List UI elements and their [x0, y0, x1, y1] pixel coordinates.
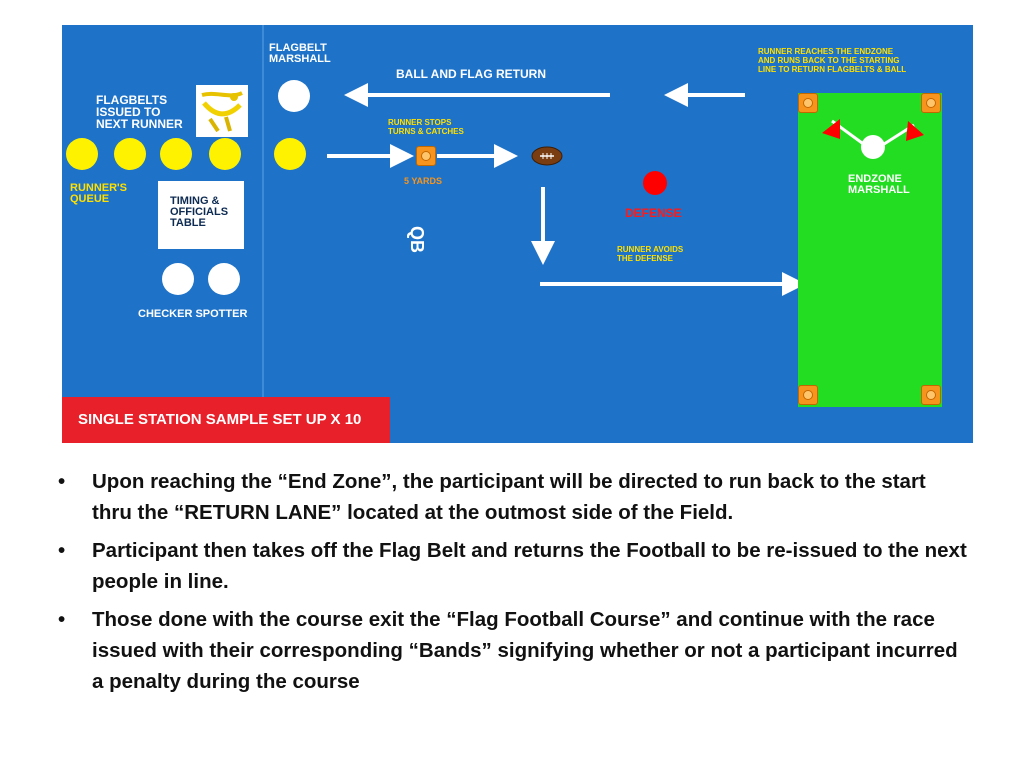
field-diagram: FLAGBELTS ISSUED TO NEXT RUNNER RUNNER'S…	[62, 25, 973, 443]
checker-circle-1	[162, 263, 194, 295]
defense-label: DEFENSE	[625, 206, 682, 220]
lane-divider	[262, 25, 264, 443]
qb-label: QB	[407, 226, 427, 253]
endzone-cone-bl	[798, 385, 818, 405]
timing-table: TIMING & OFFICIALS TABLE	[158, 181, 244, 249]
runner-stops-label: RUNNER STOPS TURNS & CATCHES	[388, 118, 464, 137]
endzone-cone-tl	[798, 93, 818, 113]
runner-avoids-label: RUNNER AVOIDS THE DEFENSE	[617, 245, 684, 264]
bullet-list: • Upon reaching the “End Zone”, the part…	[56, 466, 968, 704]
endzone-marshall-label: ENDZONE MARSHALL	[848, 173, 910, 196]
flagbelts-issued-label: FLAGBELTS ISSUED TO NEXT RUNNER	[96, 93, 183, 131]
checker-spotter-label: CHECKER SPOTTER	[138, 308, 248, 320]
endzone-cone-tr	[921, 93, 941, 113]
list-item: • Those done with the course exit the “F…	[56, 604, 968, 697]
bullet-dot: •	[58, 608, 66, 631]
ball-flag-return-label: BALL AND FLAG RETURN	[396, 67, 546, 81]
checker-circle-2	[208, 263, 240, 295]
bullet-dot: •	[58, 539, 66, 562]
football-icon	[530, 145, 564, 172]
list-item: • Upon reaching the “End Zone”, the part…	[56, 466, 968, 528]
runner-reaches-label: RUNNER REACHES THE ENDZONE AND RUNS BACK…	[758, 47, 907, 75]
current-runner-circle	[274, 138, 306, 170]
bullet-text: Those done with the course exit the “Fla…	[92, 608, 958, 693]
timing-table-label: TIMING & OFFICIALS TABLE	[170, 195, 229, 229]
setup-banner: SINGLE STATION SAMPLE SET UP X 10	[62, 397, 390, 443]
queue-runner-3	[160, 138, 192, 170]
bullet-dot: •	[58, 470, 66, 493]
flagbelt-marshall-label: FLAGBELT MARSHALL	[269, 42, 331, 65]
bullet-text: Participant then takes off the Flag Belt…	[92, 539, 967, 593]
cone-icon	[416, 146, 436, 166]
bullet-text: Upon reaching the “End Zone”, the partic…	[92, 470, 926, 524]
endzone: ENDZONE MARSHALL	[798, 93, 942, 407]
queue-runner-2	[114, 138, 146, 170]
list-item: • Participant then takes off the Flag Be…	[56, 535, 968, 597]
setup-banner-text: SINGLE STATION SAMPLE SET UP X 10	[78, 411, 362, 428]
queue-runner-1	[66, 138, 98, 170]
endzone-cone-br	[921, 385, 941, 405]
queue-runner-4	[209, 138, 241, 170]
defense-circle	[643, 171, 667, 195]
runners-queue-label: RUNNER'S QUEUE	[70, 182, 128, 205]
five-yards-label: 5 YARDS	[404, 176, 443, 186]
flag-icon	[822, 119, 924, 159]
flagbelt-icon	[196, 85, 248, 137]
flagbelt-marshall-circle	[278, 80, 310, 112]
